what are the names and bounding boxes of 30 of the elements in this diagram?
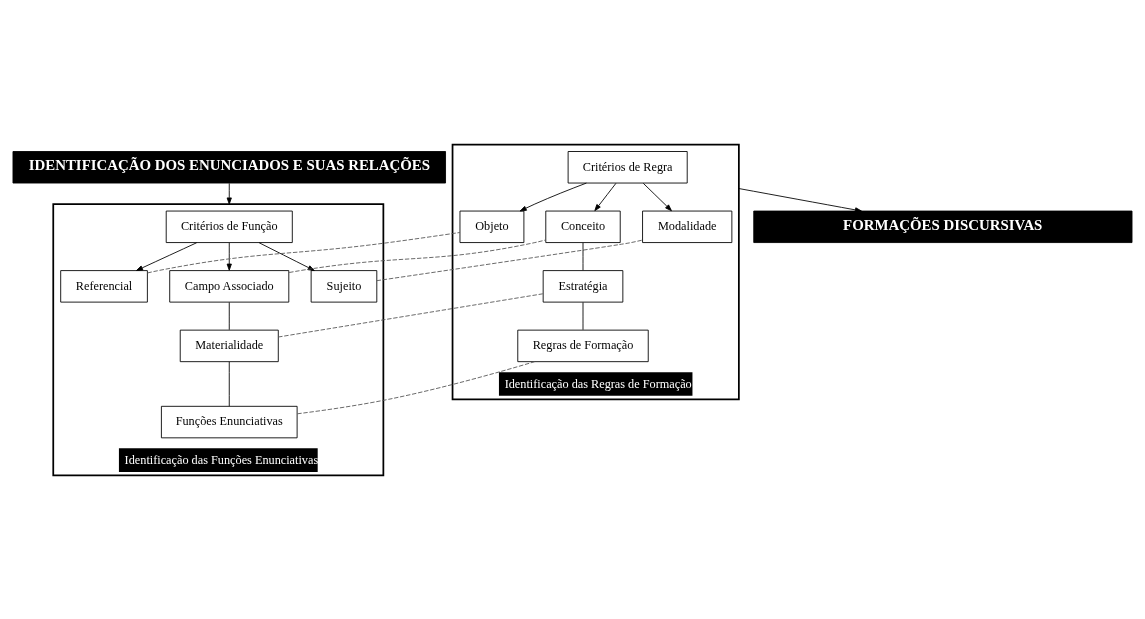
connector: [147, 231, 461, 273]
connector: [228, 301, 230, 330]
node-box: Objeto: [459, 210, 525, 243]
arrow: [642, 182, 672, 211]
node-box: Funções Enunciativas: [160, 405, 298, 438]
node-box: Campo Associado: [169, 269, 290, 303]
arrow: [226, 241, 232, 271]
connector: [376, 239, 643, 281]
node-box: Estratégia: [542, 269, 624, 303]
arrow: [136, 241, 198, 271]
node-box: Sujeito: [310, 269, 378, 303]
node-box: Referencial: [60, 269, 148, 303]
arrow: [594, 182, 617, 211]
arrow: [519, 182, 587, 211]
connector: [582, 241, 584, 271]
node-box: Materialidade: [179, 329, 279, 362]
node-box: Critérios de Função: [165, 210, 293, 243]
connector: [288, 239, 547, 273]
node-box: Regras de Formação: [517, 329, 649, 362]
node-box: Critérios de Regra: [567, 150, 688, 183]
connector: [277, 292, 544, 337]
connector: [228, 360, 230, 407]
arrow: [738, 187, 862, 212]
arrow: [258, 241, 315, 271]
node-box: FORMAÇÕES DISCURSIVAS: [753, 210, 1133, 243]
node-box: IDENTIFICAÇÃO DOS ENUNCIADOS E SUAS RELAÇÕES: [12, 150, 446, 183]
arrow: [226, 182, 232, 204]
node-box: Modalidade: [642, 210, 733, 243]
node-box: Conceito: [545, 210, 621, 243]
connector: [582, 301, 584, 330]
